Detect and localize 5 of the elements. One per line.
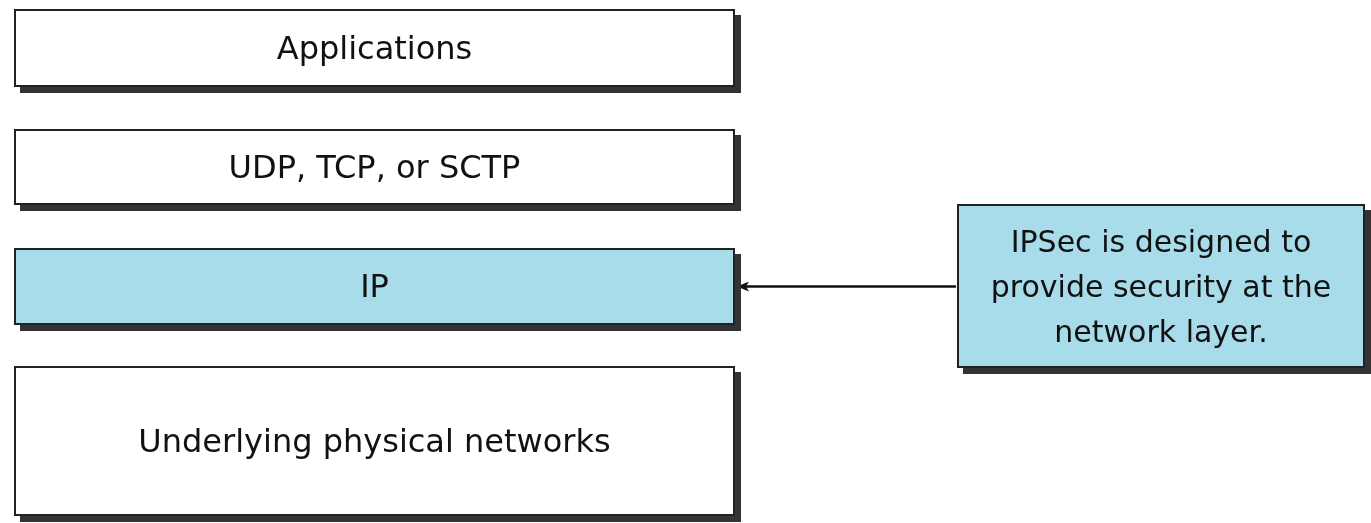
layer-label: Underlying physical networks [138,421,611,461]
layer-label: Applications [276,28,473,68]
layer-label: IP [360,267,389,306]
callout-text: IPSec is designed to provide security at the network layer. [989,222,1333,351]
layer-label: UDP, TCP, or SCTP [228,147,521,187]
